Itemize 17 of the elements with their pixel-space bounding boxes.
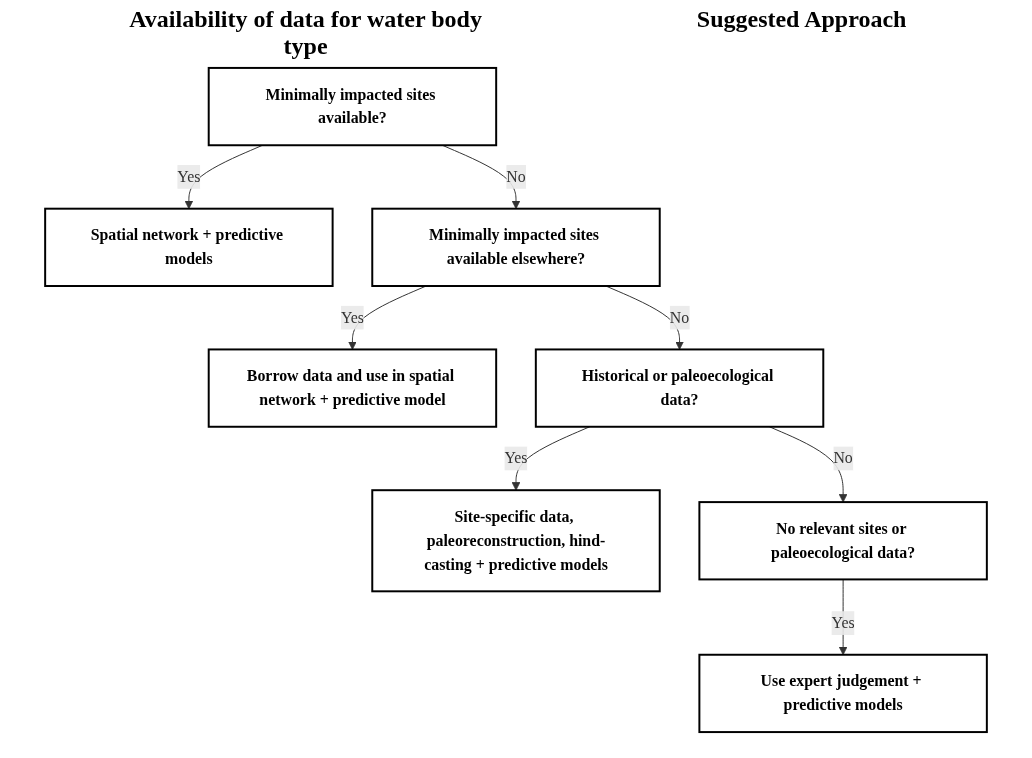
node-box: Borrow data and use in spatial network + predictive model [207,348,498,428]
node-box: Site-specific data, paleoreconstruction, hind-casting + predictive models [371,489,661,593]
edge-label: No [506,168,526,185]
node-box: Spatial network + predictive models [44,207,334,287]
edge-label: Yes [504,449,528,467]
node-box: Historical or paleoecological data? [534,348,825,428]
node-box: Minimally impacted sites available? [207,66,498,147]
edge-label: No [833,449,853,467]
column-heading: Availability of data for water body type [128,6,483,60]
node-box: No relevant sites or paleoecological data? [698,501,988,581]
edge-label: Yes [177,168,201,185]
edge-label: Yes [340,308,364,326]
column-heading: Suggested Approach [696,6,907,34]
node-box: Minimally impacted sites available elsewhere? [371,207,661,287]
edge-label: No [669,308,690,326]
edge-label: Yes [831,614,855,631]
node-box: Use expert judgement + predictive models [698,653,988,734]
